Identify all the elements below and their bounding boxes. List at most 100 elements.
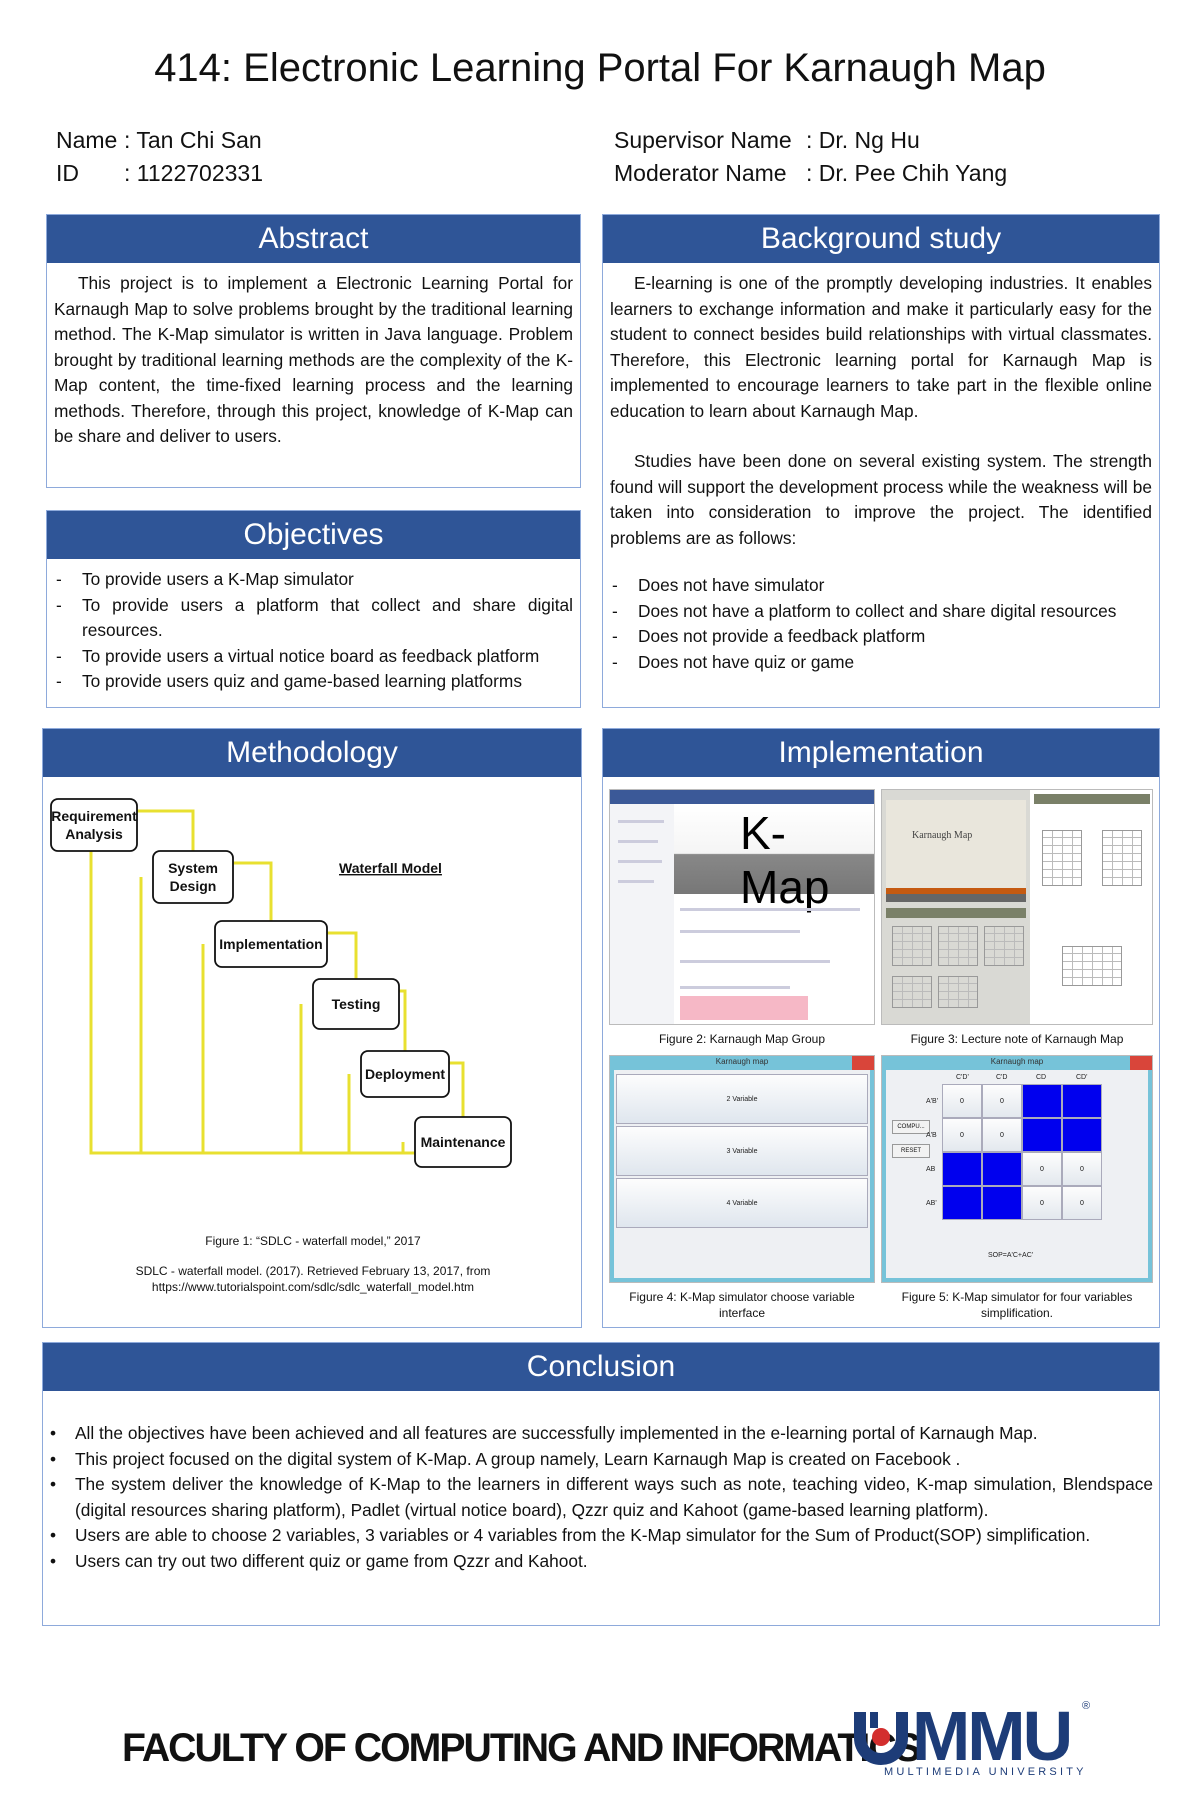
waterfall-step: Implementation [214, 920, 328, 968]
kmap-cell: 0 [1022, 1186, 1062, 1220]
moderator-label: Moderator Name [614, 160, 787, 186]
implementation-panel: Implementation K-Map Figure 2: Karnaugh … [602, 728, 1160, 1328]
conclusion-panel: Conclusion All the objectives have been … [42, 1342, 1160, 1626]
kmap-cell: 1 [1022, 1118, 1062, 1152]
waterfall-step-label: Deployment [365, 1066, 445, 1082]
conclusion-list: All the objectives have been achieved an… [47, 1421, 1153, 1574]
kmap-row-header: A'B [926, 1132, 937, 1139]
mmu-logo-text: MMU [912, 1697, 1073, 1775]
student-info: Name: Tan Chi San ID : 1122702331 [56, 124, 263, 190]
problem-item: Does not have a platform to collect and … [610, 599, 1152, 625]
facebook-top-bar [610, 790, 874, 804]
waterfall-steps: RequirementAnalysisSystemDesignImplement… [50, 798, 512, 1168]
waterfall-step: Maintenance [414, 1116, 512, 1168]
kmap-cell: 0 [982, 1084, 1022, 1118]
kmap-cell: 1 [982, 1186, 1022, 1220]
facebook-sidebar [610, 804, 674, 1024]
lecture-slide [886, 800, 1026, 894]
id-value: : 1122702331 [124, 160, 263, 186]
three-variable-button: 3 Variable [616, 1126, 868, 1176]
waterfall-forward-arrow [399, 989, 407, 1051]
conclusion-item: Users are able to choose 2 variables, 3 … [47, 1523, 1153, 1549]
background-panel: Background study E-learning is one of th… [602, 214, 1160, 708]
waterfall-step-label: System [168, 860, 218, 876]
background-para-2: Studies have been done on several existi… [610, 451, 1152, 548]
problem-item: Does not provide a feedback platform [610, 624, 1152, 650]
kmap-cell: 1 [1022, 1084, 1062, 1118]
waterfall-title: Waterfall Model [339, 860, 442, 876]
waterfall-step-label: Testing [332, 996, 381, 1012]
supervisor-row: Supervisor Name : Dr. Ng Hu [614, 124, 1007, 157]
methodology-heading: Methodology [43, 729, 581, 777]
figure-3-screenshot: Karnaugh Map [881, 789, 1153, 1025]
two-variable-button: 2 Variable [616, 1074, 868, 1124]
implementation-heading: Implementation [603, 729, 1159, 777]
kmap-row-header: AB' [926, 1200, 937, 1207]
student-name-row: Name: Tan Chi San [56, 124, 263, 157]
kmap-cell: 0 [1062, 1152, 1102, 1186]
figure-4-caption-line-1: Figure 4: K-Map simulator choose variabl… [629, 1290, 855, 1304]
waterfall-step-label: Requirement [51, 808, 137, 824]
kmap-column-header: C'D' [956, 1074, 969, 1081]
abstract-heading: Abstract [47, 215, 580, 263]
objectives-panel: Objectives To provide users a K-Map simu… [46, 510, 581, 708]
waterfall-forward-arrow [449, 1061, 465, 1117]
supervisor-label: Supervisor Name [614, 127, 792, 153]
objectives-heading: Objectives [47, 511, 580, 559]
faculty-name: FACULTY OF COMPUTING AND INFORMATICS [122, 1726, 921, 1770]
objective-item: To provide users a virtual notice board … [54, 644, 573, 670]
waterfall-step-box [214, 920, 328, 968]
lecture-slide-title: Karnaugh Map [912, 830, 973, 841]
supervisor-value: : Dr. Ng Hu [806, 127, 920, 153]
close-icon [852, 1056, 874, 1070]
conclusion-item: Users can try out two different quiz or … [47, 1549, 1153, 1575]
window-title: Karnaugh map [990, 1057, 1044, 1066]
student-id-row: ID : 1122702331 [56, 157, 263, 190]
kmap-row-header: A'B' [926, 1098, 939, 1105]
close-icon [1130, 1056, 1152, 1070]
objective-item: To provide users a platform that collect… [54, 593, 573, 644]
conclusion-item: The system deliver the knowledge of K-Ma… [47, 1472, 1153, 1523]
figure-4-screenshot: Karnaugh map 2 Variable 3 Variable 4 Var… [609, 1055, 875, 1283]
waterfall-step-box [312, 978, 400, 1030]
registered-mark: ® [1082, 1700, 1091, 1712]
kmap-cell: 0 [942, 1118, 982, 1152]
waterfall-step: Testing [312, 978, 400, 1030]
objective-item: To provide users quiz and game-based lea… [54, 669, 573, 695]
waterfall-forward-arrow [137, 809, 195, 851]
kmap-cell: 0 [942, 1084, 982, 1118]
figure-1-reference-line-2: https://www.tutorialspoint.com/sdlc/sdlc… [151, 1280, 475, 1294]
kmap-row-header: AB [926, 1166, 936, 1173]
reset-button: RESET [892, 1144, 930, 1158]
kmap-banner: K-Map [740, 807, 830, 913]
objectives-list: To provide users a K-Map simulator To pr… [54, 567, 573, 695]
window-title-bar: Karnaugh map [882, 1056, 1152, 1070]
waterfall-step-box [414, 1116, 512, 1168]
problem-item: Does not have quiz or game [610, 650, 1152, 676]
figure-4-caption-line-2: interface [718, 1306, 766, 1320]
compute-button: COMPU... [892, 1120, 930, 1134]
background-para-1: E-learning is one of the promptly develo… [610, 273, 1152, 421]
waterfall-step: Deployment [360, 1050, 450, 1098]
figure-2-screenshot: K-Map [609, 789, 875, 1025]
window-title: Karnaugh map [715, 1057, 769, 1066]
waterfall-step-label: Maintenance [421, 1134, 506, 1150]
waterfall-return-line [89, 851, 415, 1155]
waterfall-step-box [152, 850, 234, 904]
facebook-cover [674, 804, 874, 894]
kmap-cell: 0 [1022, 1152, 1062, 1186]
staff-info: Supervisor Name : Dr. Ng Hu Moderator Nam… [614, 124, 1007, 190]
kmap-cell: 1 [1062, 1118, 1102, 1152]
figure-5-screenshot: Karnaugh map COMPU... RESET SOP=A'C+AC' … [881, 1055, 1153, 1283]
name-value: : Tan Chi San [124, 127, 262, 153]
id-label: ID [56, 160, 79, 186]
figure-3-caption: Figure 3: Lecture note of Karnaugh Map [910, 1032, 1124, 1046]
conclusion-heading: Conclusion [43, 1343, 1159, 1391]
window-title-bar: Karnaugh map [610, 1056, 874, 1070]
mmu-emblem-icon [854, 1712, 908, 1765]
figure-2-caption: Figure 2: Karnaugh Map Group [658, 1032, 826, 1046]
